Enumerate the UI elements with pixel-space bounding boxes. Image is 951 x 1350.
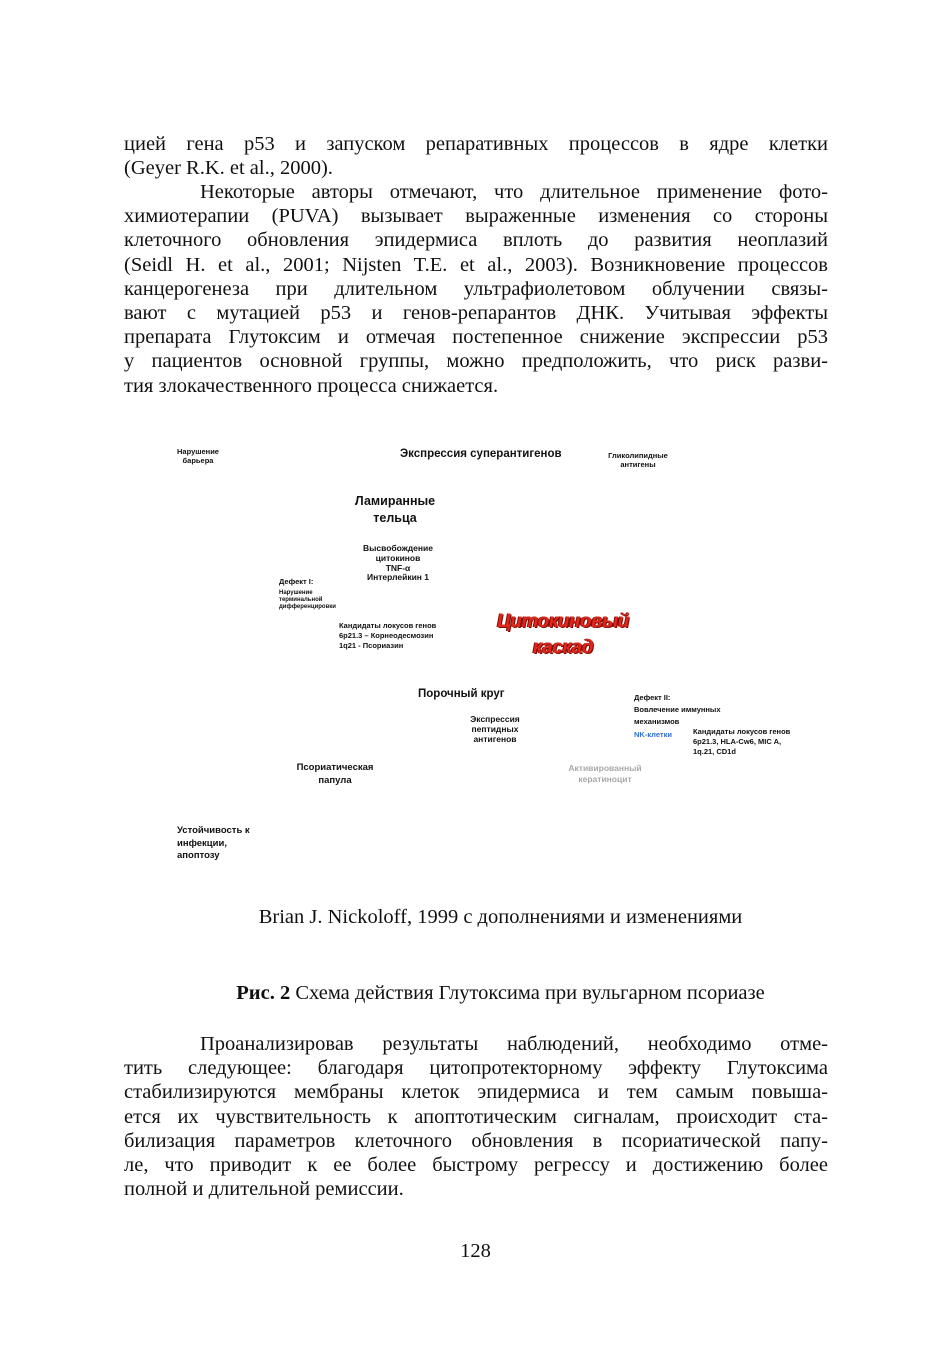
text-line: канцерогенеза при длительном ультрафиоле… (124, 277, 828, 300)
label-line: 6р21.3 – Корнеодесмозин (339, 631, 434, 640)
text-line: полной и длительной ремиссии. (124, 1178, 404, 1201)
label-line: барьера (182, 455, 214, 465)
label-line: Высвобождение (363, 543, 433, 553)
label-defect-2: Дефект II: Вовлечение иммунных механизмо… (634, 692, 721, 728)
text-line: химиотерапии (PUVA) вызывает выраженные … (124, 205, 828, 228)
text-line: цией гена р53 и запуском репаративных пр… (124, 133, 828, 155)
label-line: Кандидаты локусов генов (339, 621, 437, 630)
text-line: препарата Глутоксим и отмечая постепенно… (124, 326, 828, 349)
caption-text: Схема действия Глутоксима при вульгарном… (290, 982, 765, 1004)
label-line: инфекции, (177, 837, 227, 849)
text-line: тия злокачественного процесса снижается. (124, 374, 499, 397)
label-line: Активированный (568, 763, 642, 773)
label-psoriatic-papule: Псориатическая папула (275, 761, 395, 787)
label-line: папула (318, 775, 352, 786)
label-line: антигены (620, 459, 656, 469)
label-line: пептидных (471, 724, 519, 734)
label-line: 1q21 - Псориазин (339, 641, 404, 650)
text-line: тить следующее: благодаря цитопротекторн… (124, 1057, 828, 1080)
label-activated-keratinocyte: Активированный кератиноцит (550, 763, 660, 785)
label-line: тельца (373, 511, 417, 525)
label-line: 6р21.3, HLA-Cw6, MIC A, (693, 737, 782, 746)
paragraph-3: Проанализировав результаты наблюдений, н… (124, 1032, 828, 1201)
text-line: (Seidl H. et al., 2001; Nijsten T.E. et … (124, 253, 828, 276)
text-line: билизация параметров клеточного обновлен… (124, 1129, 828, 1152)
label-barrier: Нарушение барьера (168, 447, 228, 465)
label-line: Ламиранные (354, 494, 436, 508)
label-defect-1: Дефект I: Нарушение терминальной диффере… (279, 577, 336, 611)
label-line: каскад (532, 637, 594, 658)
text-line: ется их чувствительность к апоптотически… (124, 1105, 828, 1128)
label-cytokine-release: Высвобождение цитокинов TNF-α Интерлейки… (348, 543, 448, 583)
label-line: Устойчивость к (177, 825, 250, 836)
text-line: вают с мутацией р53 и генов-репарантов Д… (124, 302, 828, 325)
text-line: Некоторые авторы отмечают, что длительно… (200, 181, 828, 203)
text-line: у пациентов основной группы, можно предп… (124, 350, 828, 373)
label-nk-cells: NK-клетки (634, 730, 672, 739)
label-superantigens: Экспрессия суперантигенов (400, 448, 562, 460)
label-line: Интерлейкин 1 (366, 572, 430, 583)
label-line: Цитокиновый (497, 611, 629, 632)
text-line: ле, что приводит к ее более быстрому рег… (124, 1154, 828, 1177)
label-line: Экспрессия (470, 714, 520, 724)
label-line: Дефект I: (279, 577, 314, 586)
label-line: апоптозу (177, 850, 220, 861)
label-line: кератиноцит (578, 774, 632, 784)
label-line: дифференцировки (279, 603, 336, 610)
label-line: Нарушение (279, 589, 313, 596)
caption-label: Рис. 2 (236, 982, 291, 1004)
label-gene-candidates-1: Кандидаты локусов генов 6р21.3 – Корнеод… (339, 621, 436, 651)
label-line: Нарушение (177, 447, 219, 456)
label-glycolipid-antigens: Гликолипидные антигены (598, 451, 678, 469)
label-line: Вовлечение иммунных (634, 705, 721, 714)
text-line: стабилизируются мембраны клеток эпидерми… (124, 1081, 828, 1104)
label-line: TNF-α (385, 562, 411, 573)
figure-caption: Рис. 2 Схема действия Глутоксима при вул… (0, 982, 951, 1005)
figure-credit: Brian J. Nickoloff, 1999 с дополнениями … (258, 906, 743, 928)
label-cytokine-cascade: Цитокиновый каскад (488, 609, 638, 661)
label-peptide-antigens: Экспрессия пептидных антигенов (450, 714, 540, 744)
text-line: (Geyer R.K. et al., 2000). (124, 157, 333, 180)
label-line: 1q.21, CD1d (693, 747, 736, 756)
label-line: Гликолипидные (608, 451, 668, 460)
label-line: цитокинов (375, 552, 421, 563)
label-line: Дефект II: (634, 693, 671, 702)
label-lamellar-bodies: Ламиранные тельца (340, 493, 450, 527)
label-line: механизмов (634, 717, 680, 726)
paragraph-2: Некоторые авторы отмечают, что длительно… (124, 180, 828, 398)
page-number: 128 (460, 1240, 491, 1262)
paragraph-1: цией гена р53 и запуском репаративных пр… (124, 132, 828, 180)
text-line: Проанализировав результаты наблюдений, н… (200, 1033, 828, 1055)
label-line: терминальной (279, 596, 323, 603)
label-gene-candidates-2: Кандидаты локусов генов 6р21.3, HLA-Cw6,… (693, 727, 790, 757)
label-resistance: Устойчивость к инфекции, апоптозу (177, 825, 250, 863)
label-line: антигенов (473, 734, 517, 744)
text-line: клеточного обновления эпидермиса вплоть … (124, 229, 828, 252)
label-vicious-circle: Порочный круг (418, 688, 505, 700)
label-line: Кандидаты локусов генов (693, 727, 791, 736)
label-line: Псориатическая (296, 762, 374, 773)
